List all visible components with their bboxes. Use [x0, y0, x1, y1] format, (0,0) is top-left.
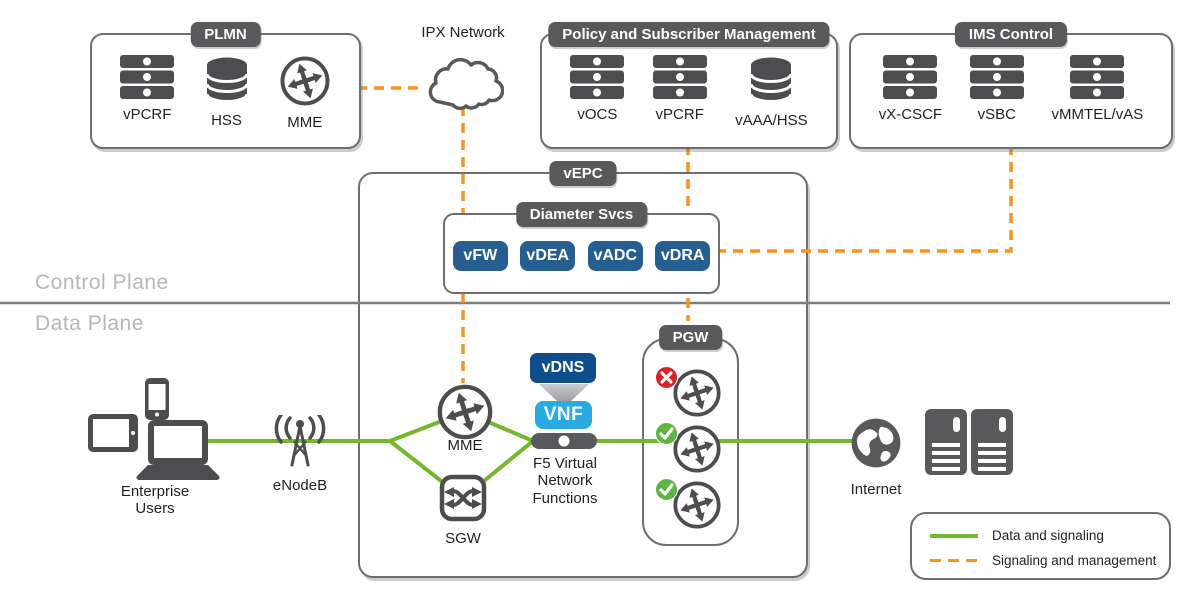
- control-plane-label: Control Plane: [35, 271, 169, 294]
- node-label: vSBC: [977, 106, 1016, 123]
- node-label: vAAA/HSS: [735, 112, 808, 129]
- plmn-vpcrf: vPCRF: [120, 55, 175, 123]
- pgw-title: PGW: [672, 329, 709, 346]
- legend-item-signaling-management: Signaling and management: [930, 553, 1156, 568]
- ims-title: IMS Control: [968, 26, 1054, 43]
- enodeb-label: eNodeB: [272, 477, 328, 494]
- psm-tab: Policy and Subscriber Management: [548, 22, 830, 47]
- database-icon: [205, 57, 248, 103]
- router-icon: [280, 56, 330, 106]
- ipx-network-label: IPX Network: [421, 24, 505, 41]
- psm-group-box: Policy and Subscriber Management vOCS vP…: [540, 22, 838, 149]
- node-label: MME: [287, 114, 323, 131]
- vepc-title: vEPC: [563, 165, 603, 182]
- ims-vxcscf: vX-CSCF: [879, 55, 942, 123]
- link-ims-diameter: [713, 145, 1013, 253]
- plmn-mme: MME: [279, 55, 331, 131]
- pgw-router-icon: [673, 481, 721, 529]
- legend-box: Data and signaling Signaling and managem…: [910, 512, 1171, 580]
- laptop-icon: [136, 420, 220, 480]
- vepc-tab: vEPC: [549, 161, 617, 186]
- plmn-hss: HSS: [203, 55, 251, 129]
- psm-vpcrf: vPCRF: [652, 55, 707, 123]
- ims-tab: IMS Control: [954, 22, 1068, 47]
- node-label: vPCRF: [655, 106, 704, 123]
- node-label: vOCS: [577, 106, 618, 123]
- internet-label: Internet: [850, 481, 902, 498]
- pgw-router-icon: [673, 369, 721, 417]
- server-icon: [652, 55, 707, 99]
- pgw-tab: PGW: [658, 325, 723, 350]
- legend-label: Signaling and management: [992, 553, 1157, 568]
- database-icon: [749, 57, 793, 103]
- server-icon: [120, 55, 175, 99]
- enodeb-antenna-icon: [274, 415, 326, 467]
- server-icon: [570, 55, 625, 99]
- ims-vsbc: vSBC: [969, 55, 1024, 123]
- server-icon: [1070, 55, 1125, 99]
- node-label: HSS: [211, 112, 242, 129]
- ok-status-icon: [655, 478, 678, 501]
- data-plane-label: Data Plane: [35, 312, 144, 335]
- smartphone-icon: [145, 378, 169, 420]
- green-line-sample: [930, 533, 978, 538]
- error-status-icon: [655, 366, 678, 389]
- vnf-badge: VNF: [535, 401, 592, 429]
- node-label: vMMTEL/vAS: [1051, 106, 1144, 123]
- ims-vmmtel-vas: vMMTEL/vAS: [1051, 55, 1144, 123]
- cloud-icon: [428, 57, 504, 110]
- mme-router-icon: [437, 384, 493, 440]
- legend-label: Data and signaling: [992, 528, 1104, 543]
- diameter-services: vFW vDEA vADC vDRA: [445, 241, 718, 271]
- vfw-service: vFW: [452, 241, 508, 271]
- vadc-service: vADC: [587, 241, 643, 271]
- node-label: vX-CSCF: [878, 106, 943, 123]
- sgw-switch-icon: [439, 474, 487, 522]
- ims-group-box: IMS Control vX-CSCF vSBC: [849, 22, 1173, 149]
- internet-globe-icon: [851, 418, 901, 468]
- f5-label: F5 Virtual Network Functions: [532, 455, 598, 507]
- sgw-label: SGW: [445, 530, 481, 547]
- server-tower-icon: [971, 409, 1013, 475]
- vdea-service: vDEA: [520, 241, 576, 271]
- plmn-tab: PLMN: [190, 22, 261, 47]
- vdra-service: vDRA: [655, 241, 711, 271]
- psm-vocs: vOCS: [570, 55, 625, 123]
- pgw-router-icon: [673, 425, 721, 473]
- vdns-badge: vDNS: [530, 353, 596, 383]
- psm-vaaa-hss: vAAA/HSS: [735, 55, 808, 129]
- plmn-title: PLMN: [204, 26, 247, 43]
- f5-appliance-icon: [531, 433, 597, 449]
- server-icon: [883, 55, 938, 99]
- diameter-title: Diameter Svcs: [529, 206, 634, 223]
- orange-dash-sample: [930, 559, 978, 562]
- plmn-group-box: PLMN vPCRF HSS: [90, 22, 361, 149]
- diameter-tab: Diameter Svcs: [515, 202, 648, 227]
- mme-label: MME: [447, 437, 483, 454]
- diameter-group-box: Diameter Svcs vFW vDEA vADC vDRA: [443, 202, 720, 294]
- server-icon: [969, 55, 1024, 99]
- tablet-icon: [88, 414, 138, 452]
- legend-item-data-signaling: Data and signaling: [930, 528, 1104, 543]
- mme-sgw-diamond: [388, 410, 535, 500]
- enterprise-users-label: Enterprise Users: [120, 483, 190, 518]
- node-label: vPCRF: [123, 106, 172, 123]
- psm-title: Policy and Subscriber Management: [562, 26, 816, 43]
- server-tower-icon: [925, 409, 967, 475]
- ok-status-icon: [655, 422, 678, 445]
